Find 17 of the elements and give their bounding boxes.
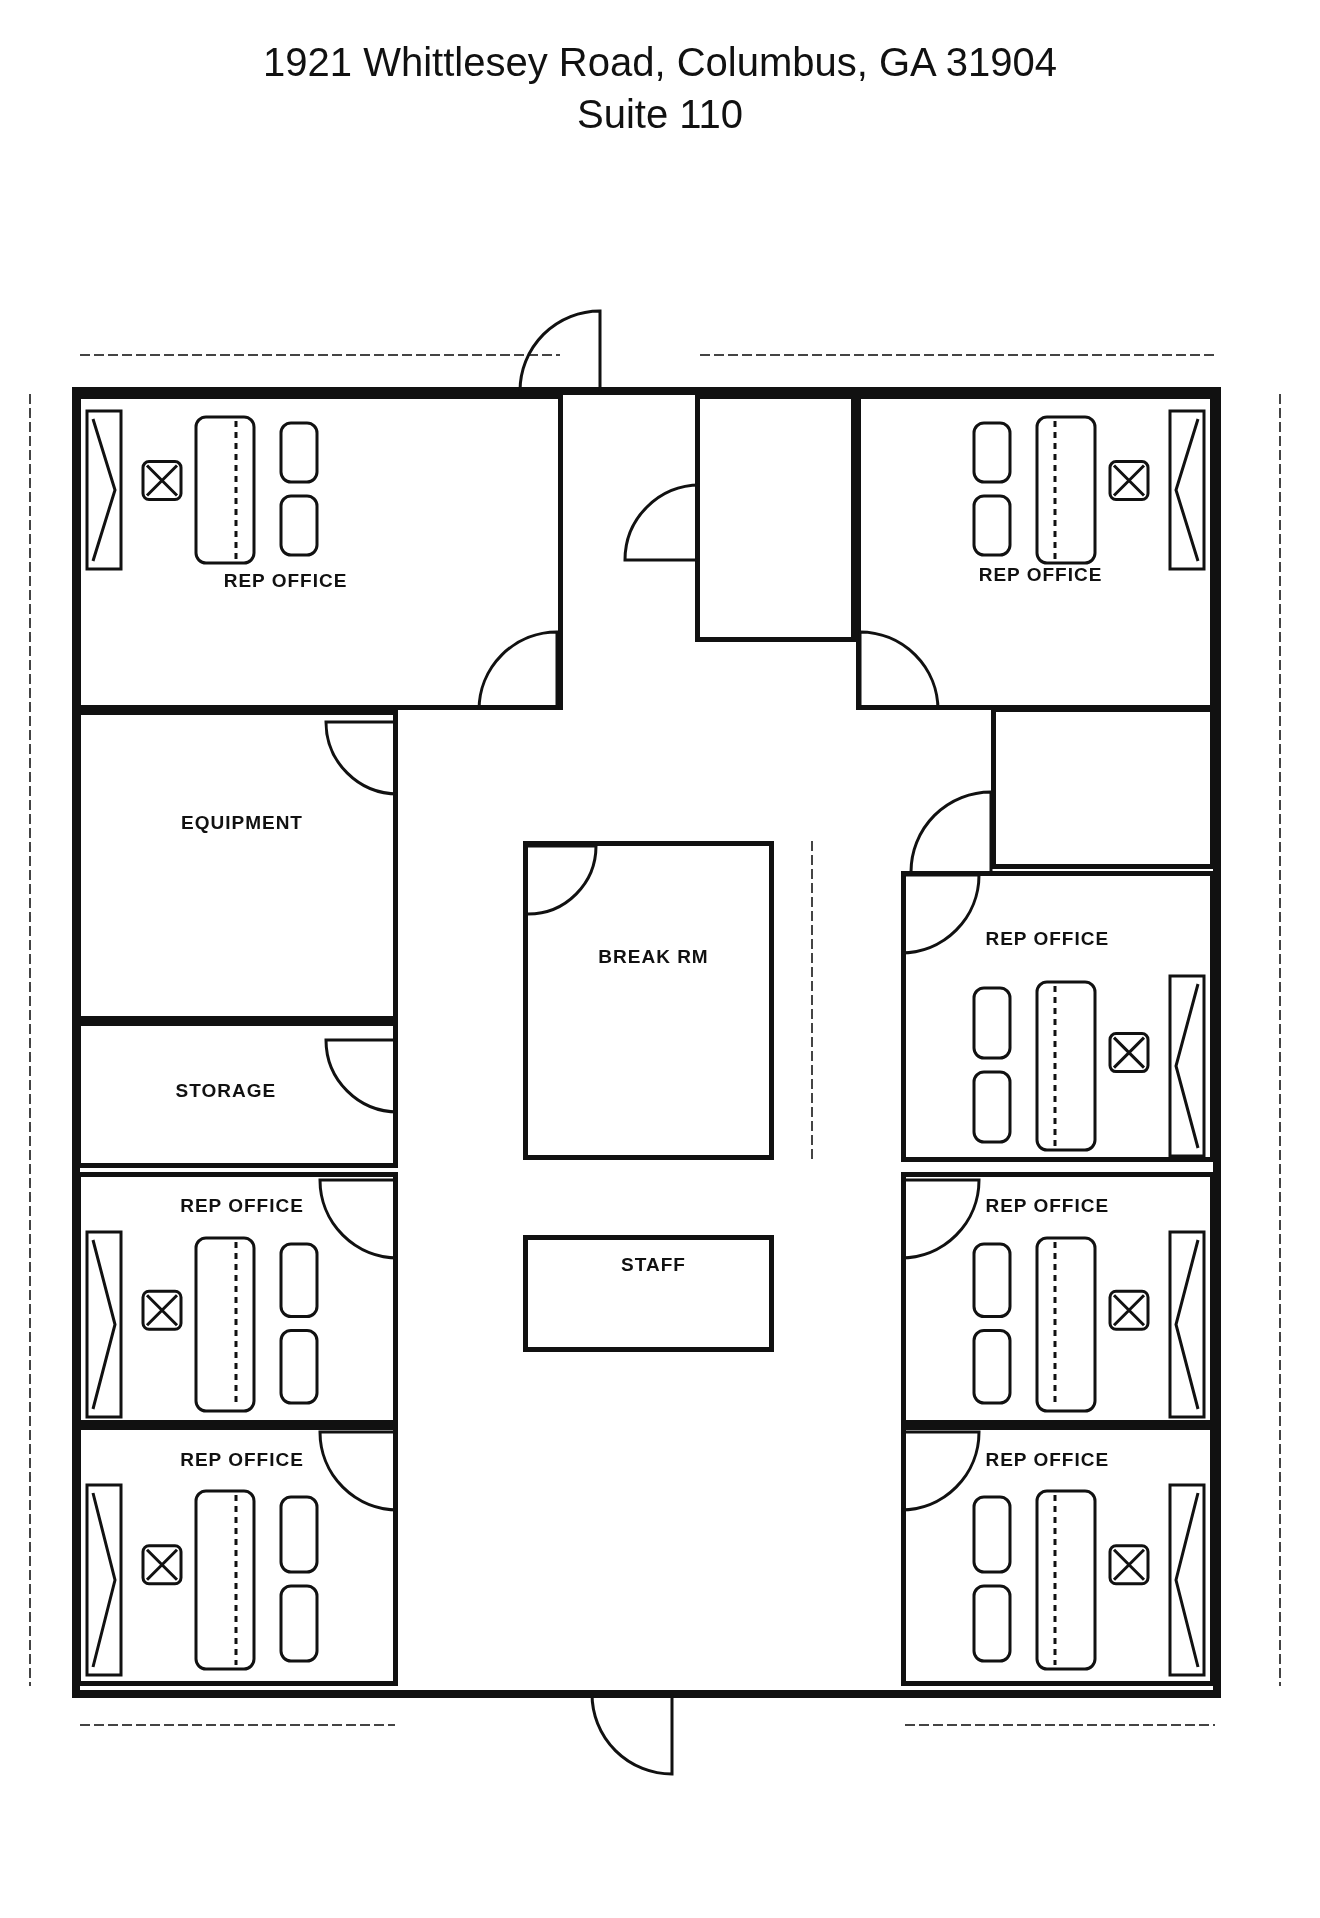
room-label: REP OFFICE <box>985 1195 1110 1218</box>
room-outline <box>523 1235 774 1352</box>
room-label: STORAGE <box>175 1080 277 1103</box>
address-title: 1921 Whittlesey Road, Columbus, GA 31904 <box>262 40 1058 85</box>
room-label: REP OFFICE <box>180 1449 304 1472</box>
suite-number: Suite 110 <box>575 92 745 137</box>
room-outline <box>523 841 774 1160</box>
room-label: STAFF <box>621 1253 686 1276</box>
room-label: REP OFFICE <box>985 1449 1110 1472</box>
room-label: EQUIPMENT <box>181 811 303 834</box>
room-outline <box>901 871 1215 1162</box>
room-label: REP OFFICE <box>978 563 1103 586</box>
room-label: REP OFFICE <box>180 1195 304 1218</box>
room-label: REP OFFICE <box>985 928 1110 950</box>
restroom <box>991 707 1215 869</box>
room-label: REP OFFICE <box>223 570 348 593</box>
room-label: BREAK RM <box>598 945 709 968</box>
